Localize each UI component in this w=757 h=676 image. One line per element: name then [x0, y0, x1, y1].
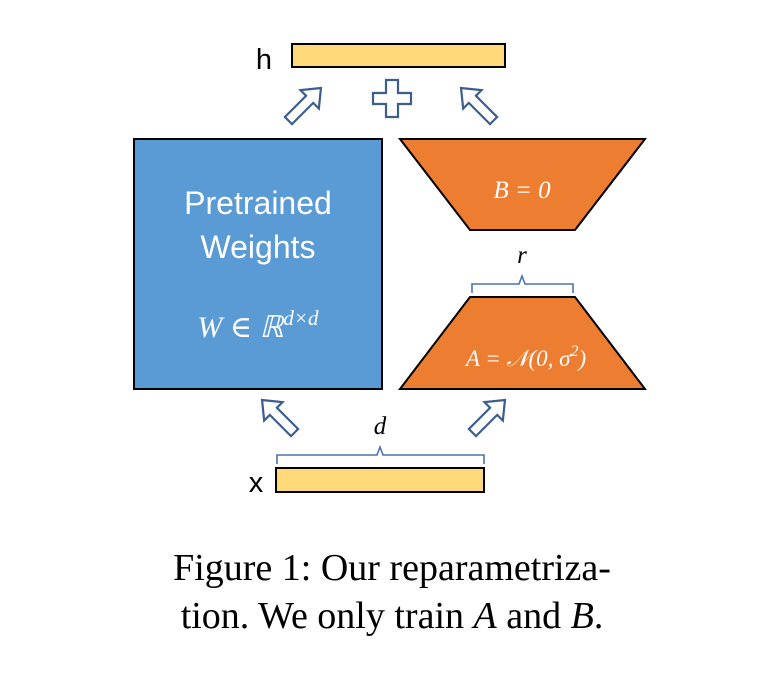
input-vector-bar	[275, 467, 485, 493]
output-label: h	[256, 44, 272, 76]
input-label: x	[249, 467, 264, 499]
caption-line-1: Figure 1: Our reparametriza-	[173, 547, 611, 589]
matrix-b-trapezoid	[397, 138, 648, 231]
arrow-input-to-pretrained	[260, 398, 300, 438]
pretrained-math-label: W ∈ ℝd×d	[197, 306, 319, 344]
dimension-brace	[276, 444, 485, 464]
pretrained-label-line2: Weights	[200, 229, 315, 265]
matrix-b-label: B = 0	[493, 177, 551, 204]
arrow-input-to-matrix-a	[467, 398, 507, 438]
dimension-label: d	[374, 413, 387, 440]
pretrained-weights-block	[133, 138, 383, 390]
pretrained-label-line1: Pretrained	[184, 185, 332, 221]
caption-line-2: tion. We only train A and B.	[181, 595, 604, 637]
matrix-a-label: A = 𝒩(0, σ2)	[464, 343, 586, 371]
arrow-right-to-output	[459, 86, 499, 126]
plus-icon	[371, 78, 413, 119]
rank-brace	[471, 273, 574, 293]
rank-label: r	[517, 242, 527, 269]
arrow-left-to-output	[283, 86, 323, 126]
output-vector-bar	[291, 43, 506, 68]
matrix-a-trapezoid	[397, 296, 648, 390]
